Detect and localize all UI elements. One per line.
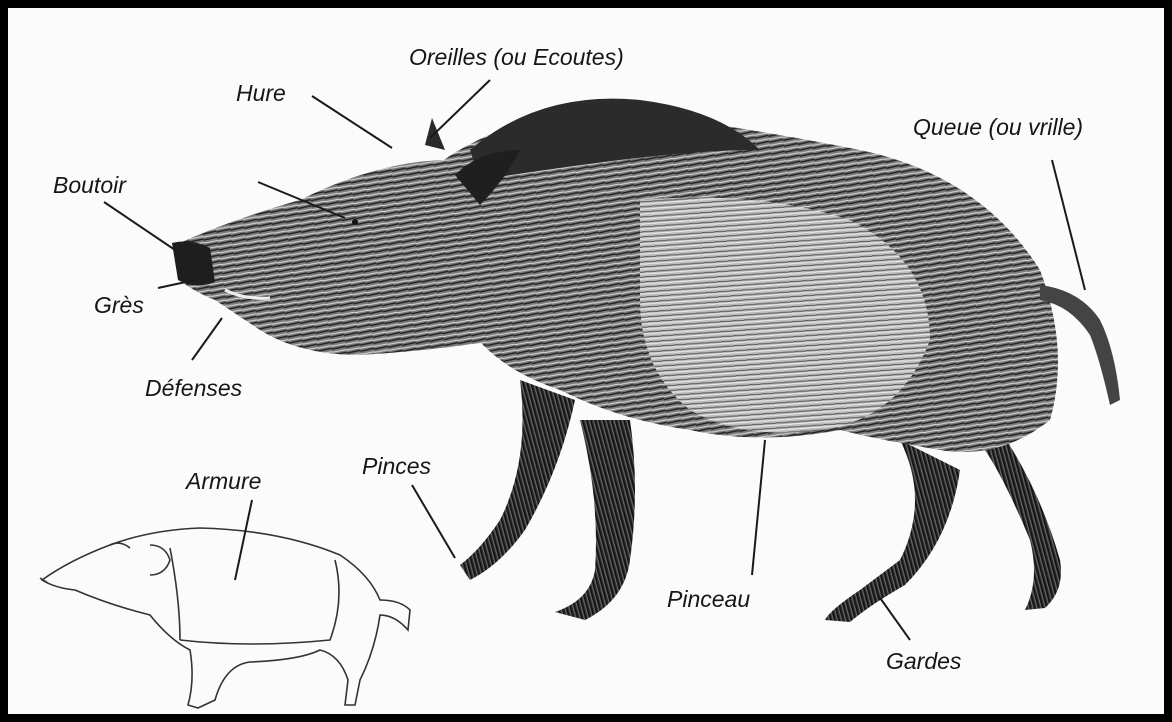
label-hure: Hure bbox=[236, 82, 286, 105]
label-oreilles: Oreilles (ou Ecoutes) bbox=[409, 46, 624, 69]
label-gres: Grès bbox=[94, 294, 144, 317]
leader-line-pinces bbox=[412, 485, 455, 558]
leader-line-boutoir bbox=[104, 202, 178, 252]
leader-line-hure bbox=[312, 96, 392, 148]
leader-line-gardes bbox=[878, 595, 910, 640]
label-queue: Queue (ou vrille) bbox=[913, 116, 1083, 139]
label-pinceau: Pinceau bbox=[667, 588, 750, 611]
label-pinces: Pinces bbox=[362, 455, 431, 478]
boar-body bbox=[172, 99, 1120, 622]
leader-line-defenses bbox=[192, 318, 222, 360]
label-armure: Armure bbox=[186, 470, 261, 493]
label-boutoir: Boutoir bbox=[53, 174, 126, 197]
leader-line-queue bbox=[1052, 160, 1085, 290]
armure-outline-boar bbox=[40, 528, 410, 708]
label-defenses: Défenses bbox=[145, 377, 242, 400]
leader-line-pinceau bbox=[752, 440, 765, 575]
leader-line-armure bbox=[235, 500, 252, 580]
label-gardes: Gardes bbox=[886, 650, 961, 673]
leader-line-oreilles bbox=[430, 80, 490, 138]
